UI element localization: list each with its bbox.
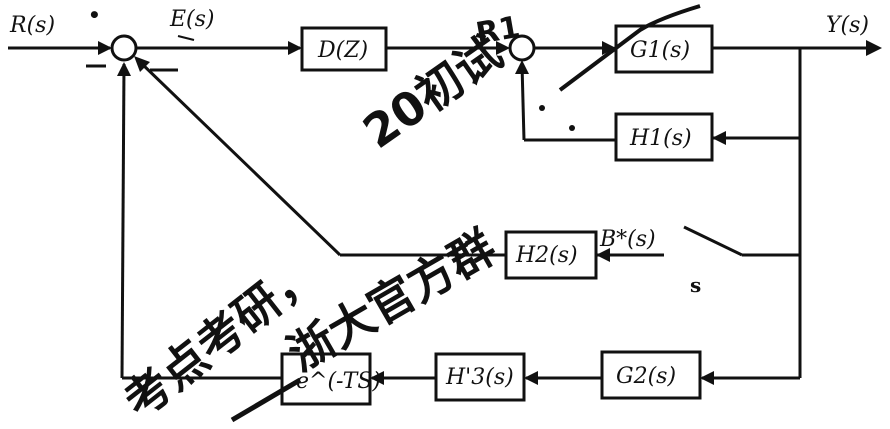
error-label: E(s): [169, 7, 215, 32]
sampled-feedback-label: B*(s): [599, 227, 656, 252]
watermark-dot-1: [539, 105, 545, 111]
g2-block: [600, 350, 702, 400]
h1-block: [614, 112, 714, 162]
arrow-to-g2: [700, 371, 714, 385]
arrow-diagonal-into-junction-1: [134, 56, 150, 72]
sampler-switch: [683, 225, 743, 257]
delay-label: e^(-TS): [296, 369, 381, 394]
switch-label: s: [690, 273, 701, 297]
input-label: R(s): [9, 13, 55, 38]
delay-block: [280, 352, 372, 406]
wire-h2-diagonal: [138, 60, 342, 257]
arrow-to-g1: [602, 41, 616, 55]
arrow-to-delay: [370, 371, 384, 385]
arrow-to-h1: [712, 131, 726, 145]
arrow-into-junction-2: [515, 60, 529, 74]
plus-sign-dot: •: [88, 3, 101, 27]
output-label: Y(s): [826, 13, 869, 38]
h3-block: [434, 352, 526, 402]
arrow-output: [866, 40, 882, 56]
arrow-to-controller: [288, 41, 302, 55]
watermark-scribble-stroke: [558, 4, 701, 92]
arrow-input: [98, 41, 112, 55]
g1-label: G1(s): [630, 38, 690, 63]
h3-label: H'3(s): [445, 365, 514, 390]
controller-block: [300, 26, 388, 72]
wire-h1-up: [520, 63, 526, 141]
wire-left-return: [120, 63, 126, 379]
arrow-to-junction-2: [496, 41, 510, 55]
h1-label: H1(s): [629, 126, 692, 151]
watermark-stroke-bottom: [230, 377, 302, 423]
controller-label: D(Z): [317, 38, 368, 63]
summing-junction-1: [110, 34, 138, 62]
arrow-into-junction-1-bottom: [117, 62, 131, 76]
h2-label: H2(s): [515, 243, 578, 268]
h2-block: [504, 230, 598, 280]
watermark-scribble: R1: [473, 10, 522, 52]
g2-label: G2(s): [616, 364, 676, 389]
arrow-to-h3: [524, 371, 538, 385]
error-label-underline: [177, 35, 195, 41]
watermark-dot-2: [569, 125, 575, 131]
arrow-to-h2: [596, 248, 610, 262]
